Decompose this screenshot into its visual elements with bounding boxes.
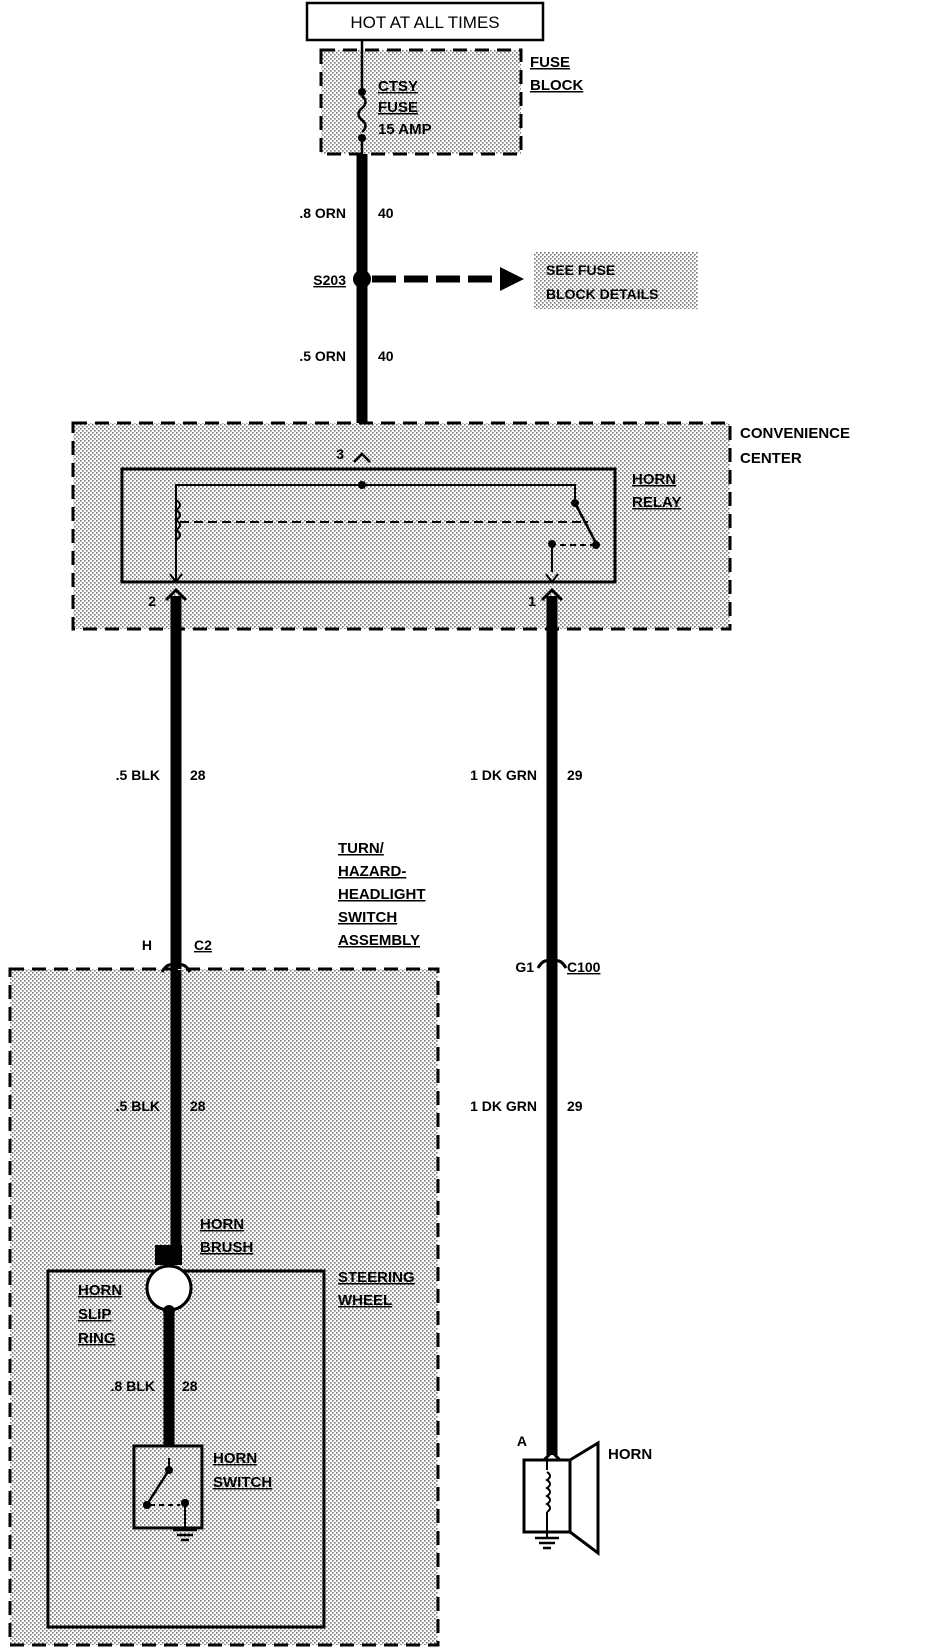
relay-to-c100-gauge: 1 DK GRN: [470, 767, 537, 783]
horn-switch-contact-icon: [146, 1469, 171, 1504]
horn-brush-icon: [155, 1245, 182, 1265]
horn-brush-line2: BRUSH: [200, 1239, 253, 1256]
feed-lower-gauge: .5 ORN: [299, 348, 346, 364]
steering-wheel-line2: WHEEL: [338, 1292, 392, 1309]
horn-switch-line2: SWITCH: [213, 1474, 272, 1491]
relay-pin-1: 1: [528, 593, 536, 609]
steering-wheel-line1: STEERING: [338, 1269, 415, 1286]
switch-assembly-line1: TURN/: [338, 840, 385, 857]
splice-dot-icon: [353, 270, 371, 288]
feed-lower-circuit: 40: [378, 348, 394, 364]
fuse-block: CTSY FUSE 15 AMP FUSE BLOCK: [319, 40, 583, 156]
connector-pin-1-icon: [540, 587, 564, 602]
relay-contact-arm-icon: [573, 502, 598, 544]
splice-id: S203: [313, 272, 346, 288]
horn-slip-ring-line2: SLIP: [78, 1306, 111, 1323]
arrow-right-icon: [500, 267, 524, 291]
switch-assembly-line5: ASSEMBLY: [338, 932, 420, 949]
c100-to-horn-circuit: 29: [567, 1098, 583, 1114]
horn-slip-ring-line3: RING: [78, 1330, 116, 1347]
feed-wire: .8 ORN 40 .5 ORN 40: [299, 154, 394, 470]
fuse-name-line1: CTSY: [378, 78, 418, 95]
horn-label: HORN: [608, 1446, 652, 1463]
horn-feed-circuit: 1 DK GRN 29 G1 C100 1 DK GRN 29 A HORN: [470, 596, 652, 1556]
fuse-block-label-line2: BLOCK: [530, 77, 583, 94]
fuse-icon: [357, 95, 367, 133]
c2-connector-id: C2: [194, 937, 212, 953]
c100-pin: G1: [515, 959, 534, 975]
power-source-label: HOT AT ALL TIMES: [350, 13, 499, 32]
relay-to-switch-circuit: 28: [190, 767, 206, 783]
relay-pin-3: 3: [336, 446, 344, 462]
switch-assembly-line3: HEADLIGHT: [338, 886, 426, 903]
horn-relay-label-line2: RELAY: [632, 494, 681, 511]
power-source: HOT AT ALL TIMES: [305, 1, 545, 42]
fuse-name-line2: FUSE: [378, 99, 418, 116]
convenience-center-label-line1: CONVENIENCE: [740, 425, 850, 442]
connector-c2-icon: [160, 963, 192, 973]
feed-top-circuit: 40: [378, 205, 394, 221]
horn-icon: [522, 1440, 600, 1556]
feed-top-gauge: .8 ORN: [299, 205, 346, 221]
horn-slip-ring-line1: HORN: [78, 1282, 122, 1299]
switch-assembly-inner-gauge: .5 BLK: [116, 1098, 160, 1114]
fuse-block-label-line1: FUSE: [530, 54, 570, 71]
splice-ref-line2: BLOCK DETAILS: [546, 286, 659, 302]
c2-pin: H: [142, 937, 152, 953]
horn-brush-line1: HORN: [200, 1216, 244, 1233]
c100-to-horn-gauge: 1 DK GRN: [470, 1098, 537, 1114]
splice-ref-line1: SEE FUSE: [546, 262, 615, 278]
slip-ring-to-switch-circuit: 28: [182, 1378, 198, 1394]
convenience-center: CONVENIENCE CENTER HORN RELAY 3: [71, 421, 850, 631]
horn-relay: HORN RELAY 3 2: [120, 446, 681, 609]
switch-assembly-line2: HAZARD-: [338, 863, 406, 880]
horn-switch-circuit: .5 BLK 28 TURN/ HAZARD- HEADLIGHT SWITCH…: [8, 596, 440, 1647]
switch-assembly-line4: SWITCH: [338, 909, 397, 926]
horn-relay-label-line1: HORN: [632, 471, 676, 488]
connector-pin-2-icon: [164, 587, 188, 602]
relay-pin-2: 2: [148, 593, 156, 609]
slip-ring-to-switch-gauge: .8 BLK: [111, 1378, 155, 1394]
connector-c100-icon: [536, 959, 568, 969]
relay-coil-icon: [174, 499, 181, 541]
horn-slip-ring-icon: [145, 1264, 193, 1312]
c100-connector-id: C100: [567, 959, 601, 975]
horn-pin: A: [517, 1433, 527, 1449]
horn-switch-line1: HORN: [213, 1450, 257, 1467]
relay-to-c100-circuit: 29: [567, 767, 583, 783]
connector-pin-3-icon: [353, 452, 371, 463]
splice-s203: S203 SEE FUSE BLOCK DETAILS: [313, 252, 698, 309]
fuse-rating: 15 AMP: [378, 121, 432, 138]
switch-assembly-inner-circuit: 28: [190, 1098, 206, 1114]
convenience-center-label-line2: CENTER: [740, 450, 802, 467]
relay-to-switch-gauge: .5 BLK: [116, 767, 160, 783]
ground-icon: [173, 1528, 197, 1542]
